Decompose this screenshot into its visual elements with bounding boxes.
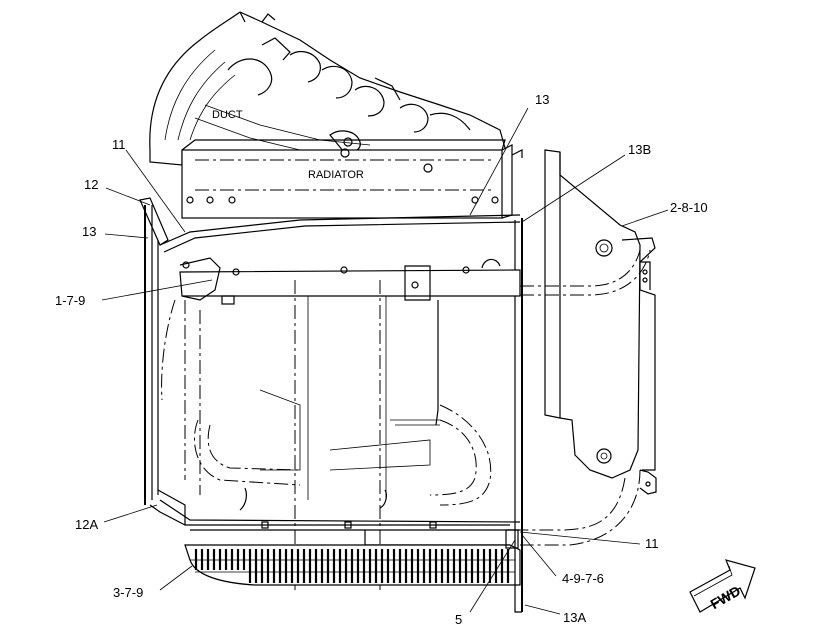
grille — [184, 544, 521, 586]
radiator-label: RADIATOR — [308, 169, 364, 181]
fwd-label: FWD — [708, 582, 744, 612]
callout-13-left: 13 — [82, 224, 96, 239]
callout-5: 5 — [455, 612, 462, 627]
callout-12a: 12A — [75, 517, 98, 532]
side-panel — [520, 149, 657, 546]
callout-11-bottom: 11 — [645, 536, 659, 551]
callout-13a: 13A — [563, 610, 586, 625]
fwd-arrow-icon: FWD — [689, 559, 756, 613]
duct — [149, 11, 506, 166]
callout-12: 12 — [84, 177, 98, 192]
callout-3-7-9: 3-7-9 — [113, 585, 143, 600]
callout-13b: 13B — [628, 142, 651, 157]
callout-13-top: 13 — [535, 92, 549, 107]
grille-slats — [194, 549, 510, 583]
callout-11-top: 11 — [112, 137, 126, 152]
callout-1-7-9: 1-7-9 — [55, 293, 85, 308]
duct-label: DUCT — [212, 109, 243, 121]
callout-4-9-7-6: 4-9-7-6 — [562, 571, 604, 586]
leader-lines — [101, 107, 669, 615]
radiator — [181, 139, 523, 219]
enclosure-frame — [139, 197, 523, 590]
callout-2-8-10: 2-8-10 — [670, 200, 708, 215]
